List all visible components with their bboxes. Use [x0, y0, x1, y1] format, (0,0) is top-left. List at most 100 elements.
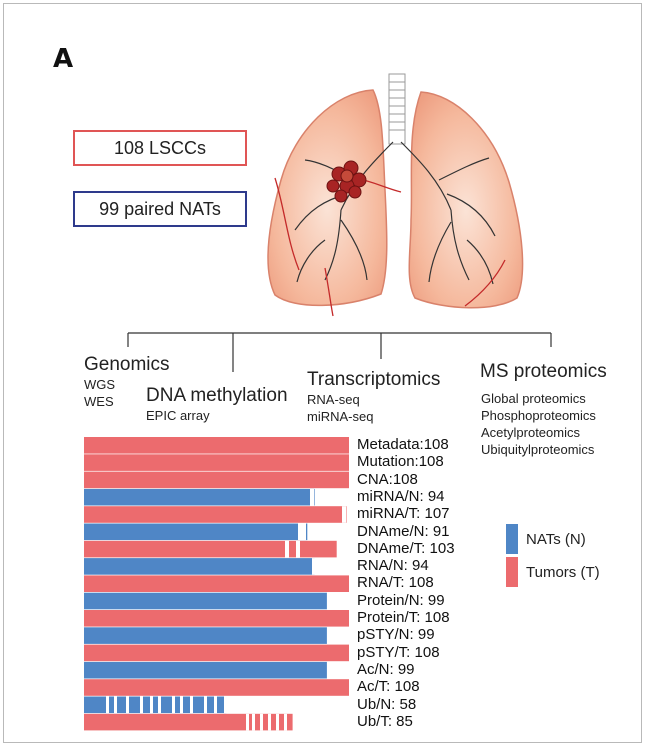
availability-bar	[84, 627, 327, 644]
missing-sample-gap	[318, 558, 322, 575]
missing-sample-gap	[172, 696, 175, 714]
category-sub: miRNA-seq	[307, 409, 374, 424]
missing-sample-gap	[276, 713, 279, 731]
missing-sample-gap	[114, 696, 117, 714]
missing-sample-gap	[296, 540, 300, 558]
missing-sample-gap	[308, 713, 311, 731]
availability-bar	[84, 592, 327, 610]
category-sub: WES	[84, 394, 114, 409]
availability-bar	[84, 488, 315, 506]
panel-letter: A	[53, 44, 74, 74]
missing-sample-gap	[316, 523, 320, 541]
category-sub: RNA-seq	[307, 392, 360, 407]
availability-bar	[84, 713, 293, 731]
legend-nats: NATs (N)	[506, 524, 586, 554]
category-dna-methylation: DNA methylation EPIC array	[146, 385, 288, 424]
bar-label: Mutation:108	[357, 453, 444, 471]
missing-sample-gap	[224, 696, 227, 714]
missing-sample-gap	[246, 713, 249, 731]
missing-sample-gap	[312, 558, 316, 575]
figure-frame	[3, 3, 642, 743]
missing-sample-gap	[232, 696, 235, 714]
missing-sample-gap	[310, 488, 314, 506]
tumor-cohort-box: 108 LSCCs	[73, 130, 247, 166]
bar-label: DNAme/T: 103	[357, 539, 455, 557]
bar-label: Protein/T: 108	[357, 609, 450, 626]
missing-sample-gap	[302, 523, 306, 541]
left-lung-icon	[408, 91, 524, 309]
missing-sample-gap	[258, 696, 261, 714]
missing-sample-gap	[180, 696, 183, 714]
bar-label: RNA/N: 94	[357, 557, 429, 575]
category-sub: Phosphoproteomics	[481, 408, 596, 423]
availability-bar	[84, 506, 347, 523]
category-title: MS proteomics	[480, 361, 607, 382]
tumor-icon	[326, 160, 367, 203]
missing-sample-gap	[246, 696, 249, 714]
bar-label: RNA/T: 108	[357, 574, 434, 592]
missing-sample-gap	[282, 696, 285, 714]
missing-sample-gap	[264, 696, 267, 714]
bar-label: Ac/N: 99	[357, 660, 415, 678]
bar-label: Ub/N: 58	[357, 695, 417, 713]
category-sub: EPIC array	[146, 408, 210, 423]
legend-swatch-nats	[506, 524, 518, 554]
bar-label: miRNA/N: 94	[357, 487, 445, 505]
missing-sample-gap	[204, 696, 207, 714]
category-genomics: Genomics WGS WES	[84, 354, 170, 410]
trachea-icon	[388, 73, 406, 145]
missing-sample-gap	[140, 696, 143, 714]
missing-sample-gap	[214, 696, 217, 714]
missing-sample-gap	[322, 523, 326, 541]
bar-label: Protein/N: 99	[357, 591, 445, 609]
missing-sample-gap	[306, 696, 309, 714]
category-ms-proteomics: MS proteomics Global proteomics Phosphop…	[480, 361, 607, 458]
missing-sample-gap	[126, 696, 129, 714]
right-lung-icon	[267, 89, 388, 307]
category-sub: WGS	[84, 377, 116, 392]
category-sub: Ubiquitylproteomics	[481, 442, 595, 457]
availability-bar	[84, 644, 349, 662]
lungs-illustration	[267, 73, 524, 317]
nat-cohort-label: 99 paired NATs	[99, 198, 221, 219]
bar-label: Ub/T: 85	[357, 712, 413, 730]
tumor-cohort-label: 108 LSCCs	[113, 137, 207, 158]
missing-sample-gap	[150, 696, 153, 714]
legend-label: NATs (N)	[526, 530, 586, 548]
missing-sample-gap	[320, 713, 323, 731]
nat-cohort-box: 99 paired NATs	[73, 191, 247, 227]
category-transcriptomics: Transcriptomics RNA-seq miRNA-seq	[307, 369, 440, 425]
category-title: DNA methylation	[146, 385, 288, 406]
availability-bar	[84, 575, 349, 592]
missing-sample-gap	[318, 488, 322, 506]
missing-sample-gap	[342, 506, 346, 523]
missing-sample-gap	[285, 540, 289, 558]
category-title: Genomics	[84, 354, 170, 375]
missing-sample-gap	[106, 696, 109, 714]
category-sub: Global proteomics	[481, 391, 586, 406]
bar-label: miRNA/T: 107	[357, 505, 450, 523]
availability-bar	[84, 523, 308, 541]
missing-sample-gap	[268, 713, 271, 731]
availability-bar	[84, 679, 349, 696]
availability-bar	[84, 454, 349, 471]
legend-swatch-tumors	[506, 557, 518, 587]
legend-label: Tumors (T)	[526, 563, 600, 581]
category-title: Transcriptomics	[307, 369, 441, 390]
missing-sample-gap	[298, 523, 302, 541]
missing-sample-gap	[252, 696, 255, 714]
missing-sample-gap	[296, 696, 299, 714]
category-sub: Acetylproteomics	[481, 425, 580, 440]
bronchi-icon	[294, 141, 496, 285]
missing-sample-gap	[252, 713, 255, 731]
bar-label: pSTY/N: 99	[357, 626, 435, 644]
legend-tumors: Tumors (T)	[506, 557, 600, 587]
availability-bar	[84, 661, 327, 679]
availability-bar	[84, 610, 349, 627]
availability-bar	[84, 540, 337, 558]
availability-bar	[84, 558, 315, 575]
missing-sample-gap	[190, 696, 193, 714]
missing-sample-gap	[238, 696, 241, 714]
